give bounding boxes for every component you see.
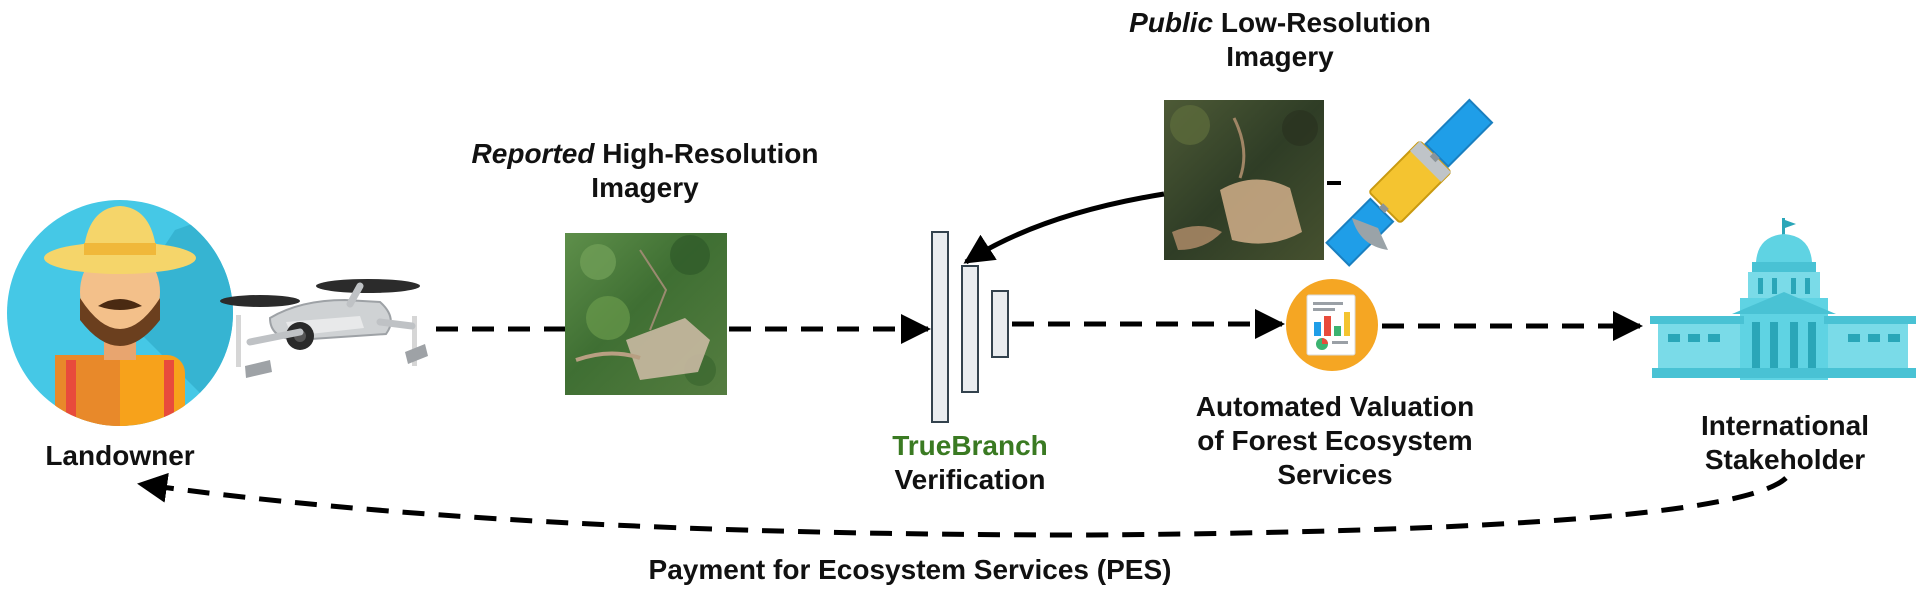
reported-emphasis: Reported xyxy=(471,138,595,169)
valuation-label: Automated Valuation of Forest Ecosystem … xyxy=(1145,390,1525,492)
stakeholder-line1: International xyxy=(1700,410,1869,441)
government-building-icon xyxy=(1650,218,1916,380)
truebranch-label: TrueBranch Verification xyxy=(840,429,1100,497)
public-low-resolution-image xyxy=(1164,100,1324,260)
truebranch-name: TrueBranch xyxy=(892,430,1048,461)
public-imagery-label: Public Low-Resolution Imagery xyxy=(1080,6,1480,74)
public-emphasis: Public xyxy=(1129,7,1214,38)
reported-high-resolution-image xyxy=(565,233,727,395)
arrow-payment-to-landowner xyxy=(137,472,1788,538)
reported-line2: Imagery xyxy=(591,172,699,203)
report-chart-icon xyxy=(1286,279,1378,371)
reported-rest: High-Resolution xyxy=(602,138,819,169)
truebranch-model-icon xyxy=(931,231,1009,423)
drone-icon xyxy=(220,279,428,378)
verification-text: Verification xyxy=(894,464,1046,495)
public-rest: Low-Resolution xyxy=(1220,7,1431,38)
payment-label: Payment for Ecosystem Services (PES) xyxy=(560,553,1260,587)
flow-arrows xyxy=(137,191,1788,538)
arrow-satellite-to-truebranch xyxy=(963,191,1165,265)
payment-text: Payment for Ecosystem Services (PES) xyxy=(648,554,1172,585)
stakeholder-label: International Stakeholder xyxy=(1660,409,1910,477)
valuation-line1: Automated Valuation xyxy=(1195,391,1475,422)
farmer-avatar-icon xyxy=(7,200,233,426)
stakeholder-line2: Stakeholder xyxy=(1704,444,1866,475)
landowner-text: Landowner xyxy=(45,440,195,471)
public-line2: Imagery xyxy=(1226,41,1334,72)
reported-imagery-label: Reported High-Resolution Imagery xyxy=(430,137,860,205)
satellite-icon xyxy=(1325,98,1494,267)
landowner-label: Landowner xyxy=(30,439,210,473)
valuation-line3: Services xyxy=(1277,459,1393,490)
valuation-line2: of Forest Ecosystem xyxy=(1197,425,1473,456)
